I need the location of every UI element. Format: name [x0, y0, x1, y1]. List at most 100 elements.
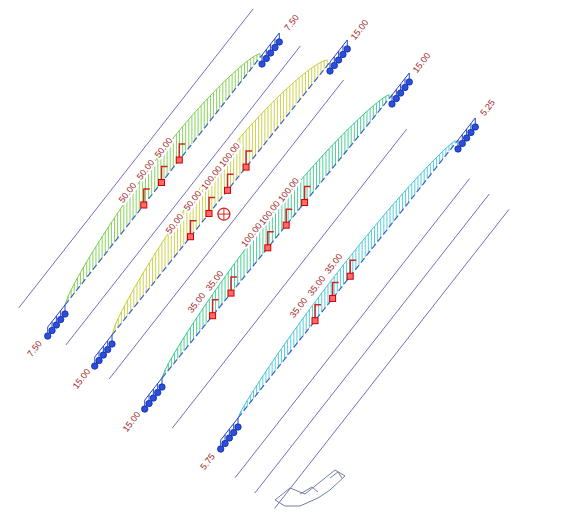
support-stem [144, 400, 145, 406]
diagram-hatch [303, 318, 304, 336]
diagram-hatch [152, 258, 153, 285]
diagram-hatch [311, 68, 312, 85]
reference-circle [218, 208, 230, 220]
diagram-hatch [408, 187, 409, 202]
diagram-hatch [124, 306, 125, 320]
diagram-hatch [344, 132, 345, 153]
support-stem [157, 384, 158, 390]
diagram-hatch [222, 83, 223, 105]
diagram-hatch [120, 209, 121, 235]
support-symbol [389, 101, 395, 107]
support-symbol [406, 79, 412, 85]
girders [45, 33, 479, 452]
diagram-hatch [343, 265, 344, 285]
grid-line [275, 209, 509, 508]
diagram-hatch [296, 327, 297, 344]
diagram-hatch [177, 348, 178, 359]
diagram-hatch [417, 177, 418, 191]
support-symbol [327, 68, 333, 74]
girder-axis [238, 140, 458, 418]
diagram-hatch [253, 238, 254, 265]
support-symbol [142, 406, 148, 412]
support-symbol [92, 363, 98, 369]
diagram-hatch [232, 74, 233, 93]
diagram-hatch [284, 344, 285, 359]
diagram-hatch [370, 108, 371, 121]
diagram-hatch [193, 323, 194, 340]
diagram-hatch [247, 247, 248, 274]
diagram-hatch [215, 290, 216, 312]
diagram-hatch [352, 253, 353, 273]
diagram-hatch [187, 332, 188, 347]
support-stem [392, 95, 393, 101]
support-value: 7.50 [282, 13, 301, 34]
diagram-hatch [351, 126, 352, 145]
diagram-hatch [305, 73, 306, 93]
diagram-hatch [299, 78, 300, 101]
support-symbol [45, 333, 51, 339]
support-stem [47, 327, 48, 333]
load-marker [302, 200, 308, 206]
support-stem [396, 89, 397, 95]
diagram-hatch [278, 353, 279, 367]
support-stem [409, 73, 410, 79]
diagram-hatch [430, 164, 431, 175]
diagram-hatch [262, 376, 263, 387]
support-stem [404, 78, 405, 84]
support-stem [229, 429, 230, 435]
support-stem [330, 62, 331, 68]
support-symbol [472, 124, 478, 130]
support-value: 7.50 [26, 338, 45, 359]
diagram-hatch [334, 277, 335, 297]
diagram-hatch [221, 281, 222, 304]
diagram-hatch [182, 127, 183, 156]
support-symbol [100, 352, 106, 358]
diagram-hatch [383, 215, 384, 233]
diagram-hatch [225, 277, 226, 301]
diagram-hatch [168, 233, 169, 264]
support-stem [462, 134, 463, 140]
support-symbol [263, 55, 269, 61]
diagram-hatch [127, 300, 128, 315]
grid-line [235, 179, 469, 478]
diagram-hatch [291, 191, 292, 219]
axis-icon [275, 470, 345, 506]
diagram-hatch [225, 80, 226, 101]
diagram-hatch [111, 222, 112, 246]
diagram-hatch [185, 123, 186, 152]
diagram-hatch [114, 218, 115, 242]
load-marker [206, 211, 212, 217]
support-symbol [57, 316, 63, 322]
support-symbol [335, 57, 341, 63]
load-value: 50.00 [117, 180, 139, 205]
diagram-hatch [201, 105, 202, 132]
diagram-hatch [99, 242, 100, 262]
diagram-outline [238, 141, 455, 418]
support-symbol [154, 389, 160, 395]
diagram-hatch [255, 120, 256, 155]
diagram-hatch [325, 152, 326, 176]
load-marker [141, 202, 147, 208]
diagram-hatch [373, 106, 374, 118]
diagram-hatch [357, 120, 358, 137]
support-stem [266, 49, 267, 55]
support-symbol [235, 424, 241, 430]
diagram-hatch [196, 318, 197, 335]
diagram-hatch [264, 110, 265, 143]
diagram-hatch [194, 112, 195, 140]
diagram-hatch [292, 83, 293, 108]
load-value: 50.00 [152, 135, 174, 160]
grid-line [109, 80, 343, 379]
support-symbol [109, 341, 115, 347]
diagram-hatch [102, 237, 103, 258]
diagram-hatch [317, 64, 318, 77]
diagram-hatch [402, 194, 403, 210]
diagram-hatch [202, 308, 203, 327]
load-marker [187, 234, 193, 240]
support-symbol [331, 62, 337, 68]
diagram-hatch [262, 226, 263, 254]
support-symbol [276, 39, 282, 45]
diagram-hatch [165, 238, 166, 268]
support-symbol [267, 50, 273, 56]
support-stem [153, 389, 154, 395]
